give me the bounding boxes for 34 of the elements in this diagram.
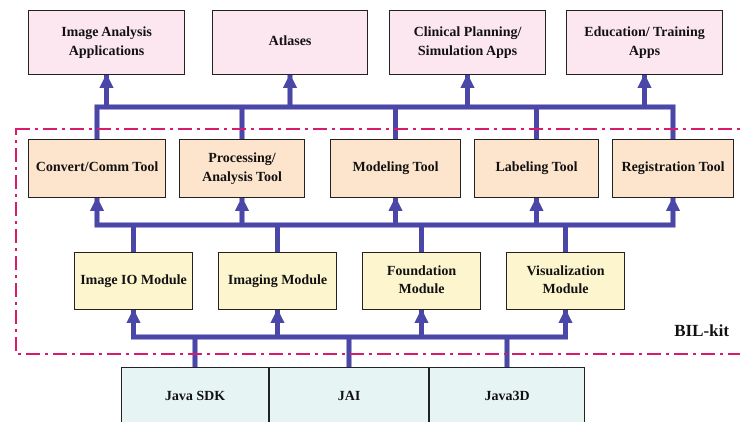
component-box	[218, 252, 337, 310]
box-label: Foundation Module	[386, 262, 458, 299]
box-label: Labeling Tool	[495, 159, 578, 178]
box-label: Convert/Comm Tool	[36, 159, 158, 178]
component-box	[121, 367, 269, 422]
group-label: BIL-kit	[674, 321, 729, 341]
box-label: Processing/ Analysis Tool	[201, 150, 283, 186]
component-box	[28, 10, 185, 75]
dash-dot-group-frame	[15, 128, 740, 355]
box-label: Image IO Module	[80, 272, 187, 290]
component-box	[330, 139, 461, 198]
box-label: Modeling Tool	[352, 159, 438, 178]
box-label: Visualization Module	[525, 262, 606, 299]
component-box	[179, 139, 305, 198]
component-box	[28, 139, 166, 198]
component-box	[474, 139, 599, 198]
component-box	[212, 10, 368, 75]
box-label: Java3D	[484, 388, 530, 406]
box-label: Image Analysis Applications	[60, 24, 153, 60]
component-box	[362, 252, 481, 310]
box-label: Imaging Module	[228, 272, 328, 290]
component-box	[566, 10, 723, 75]
component-box	[389, 10, 546, 75]
component-box	[429, 367, 585, 422]
box-label: Clinical Planning/ Simulation Apps	[412, 24, 522, 60]
box-label: Education/ Training Apps	[583, 24, 706, 60]
component-box	[74, 252, 193, 310]
component-box	[612, 139, 734, 198]
box-label: Registration Tool	[621, 159, 725, 178]
component-box	[506, 252, 625, 310]
box-label: Atlases	[268, 33, 312, 52]
box-label: JAI	[338, 388, 360, 406]
component-box	[269, 367, 429, 422]
box-label: Java SDK	[164, 388, 226, 406]
